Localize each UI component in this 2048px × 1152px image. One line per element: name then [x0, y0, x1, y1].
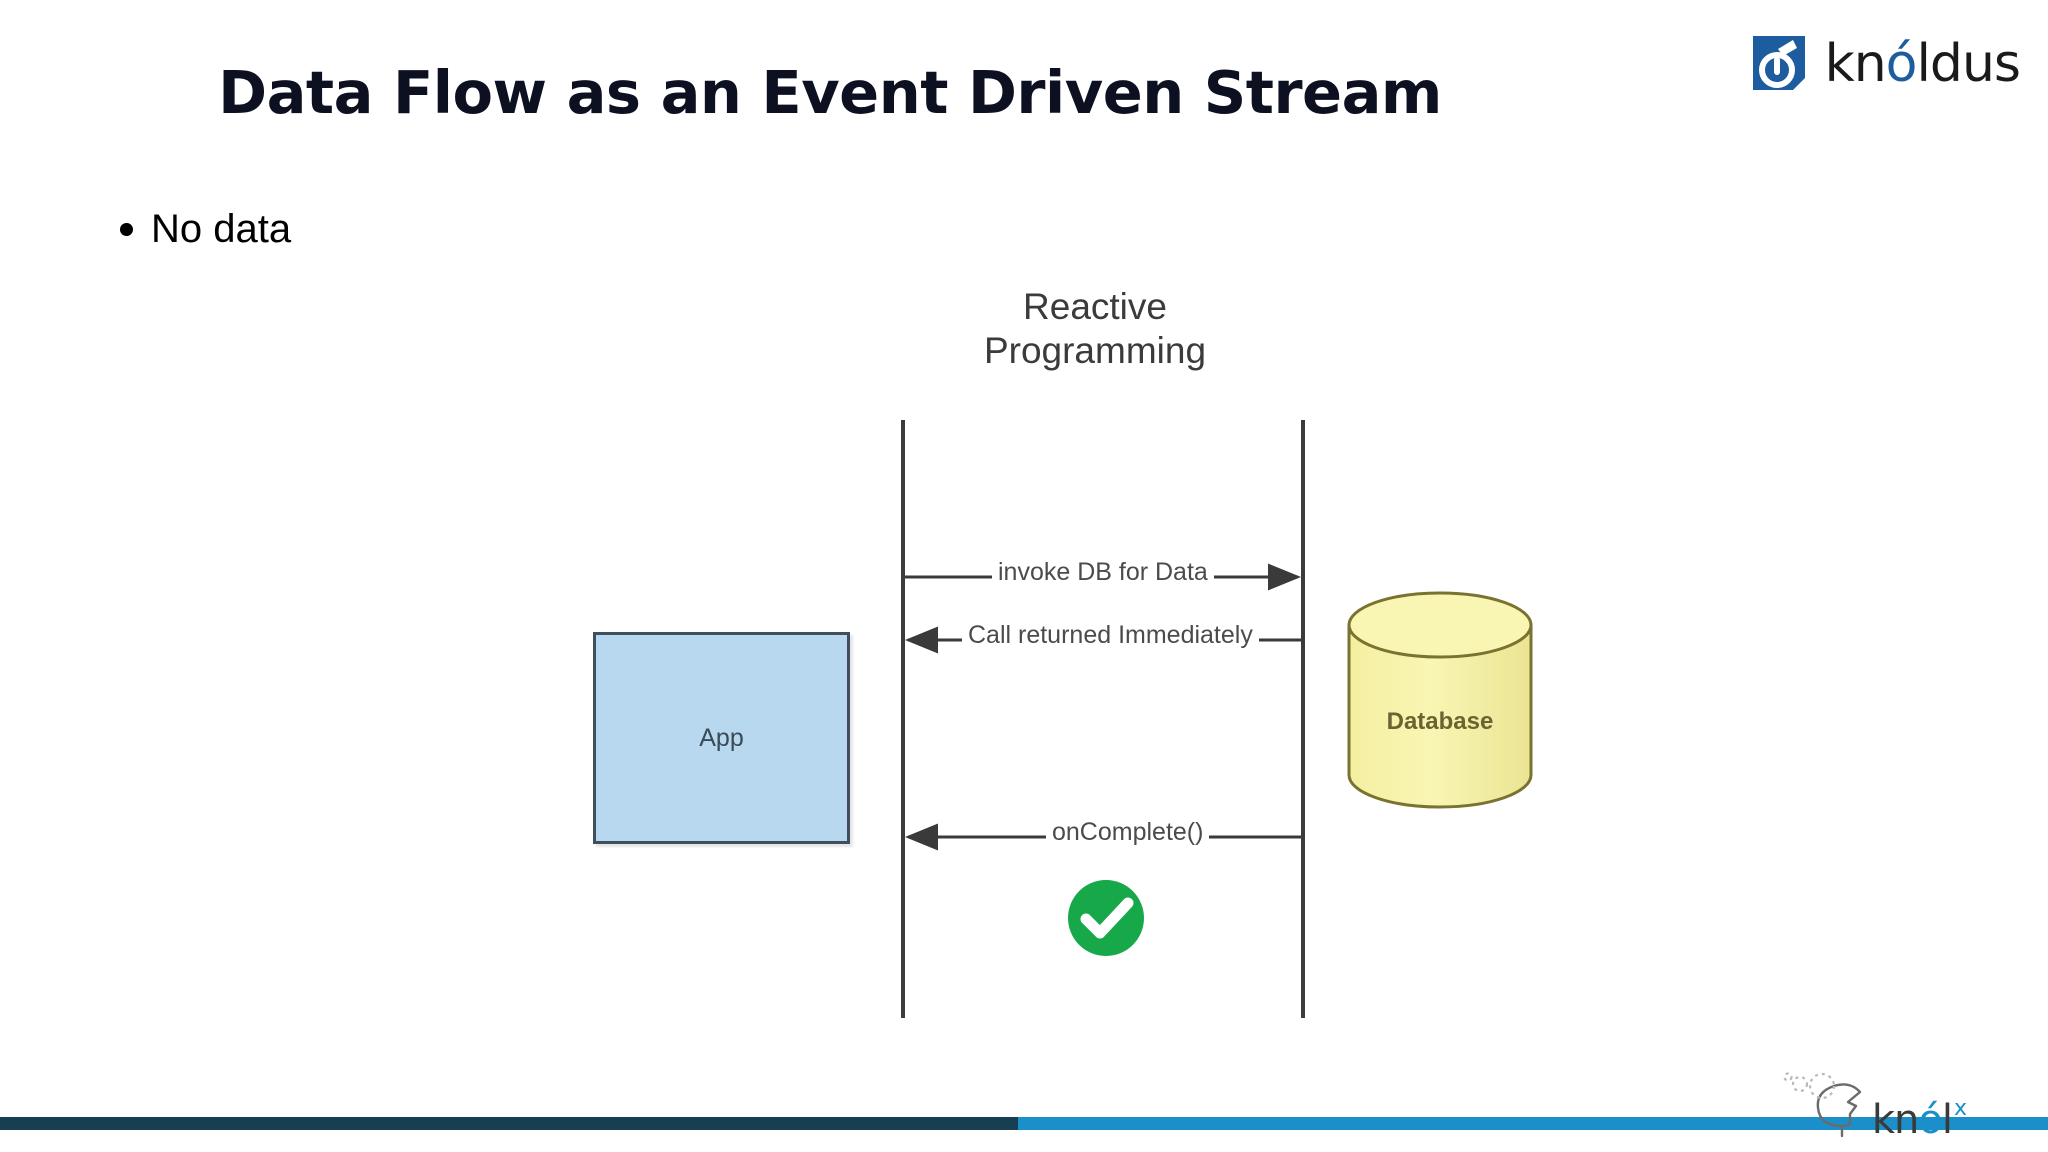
diagram-heading-line2: Programming — [983, 329, 1207, 371]
footer-logo-after: l — [1941, 1097, 1953, 1143]
message-label-invoke-db: invoke DB for Data — [992, 558, 1214, 587]
brand-wordmark-accent: ó — [1885, 34, 1918, 94]
app-box: App — [593, 632, 850, 844]
bullet-list: No data — [120, 207, 291, 251]
footer-bar-blue — [1018, 1117, 2048, 1130]
footer-bar-dark — [0, 1117, 1018, 1130]
message-label-call-returned: Call returned Immediately — [962, 621, 1259, 650]
footer-logo-superscript: x — [1953, 1096, 1967, 1121]
message-label-oncomplete: onComplete() — [1046, 818, 1210, 847]
footer-logo-accent: ó — [1918, 1097, 1943, 1143]
brand-wordmark-before: kn — [1824, 34, 1887, 94]
database-label: Database — [1386, 708, 1494, 735]
list-item: No data — [120, 207, 291, 251]
bullet-dot-icon — [120, 222, 133, 236]
diagram-heading-line1: Reactive — [1023, 286, 1167, 327]
database-cylinder-shape — [1347, 591, 1533, 809]
bullet-text: No data — [151, 207, 292, 251]
knoldus-logo-mark-icon — [1747, 32, 1811, 96]
knolx-logo-head-icon — [1783, 1072, 1862, 1138]
page-title: Data Flow as an Event Driven Stream — [218, 58, 1442, 127]
brand-wordmark-after: ldus — [1916, 34, 2021, 94]
success-check-icon — [1068, 880, 1144, 956]
diagram-heading: Reactive Programming — [930, 285, 1260, 372]
footer-logo-before: kn — [1871, 1097, 1920, 1143]
app-box-label: App — [699, 723, 744, 752]
